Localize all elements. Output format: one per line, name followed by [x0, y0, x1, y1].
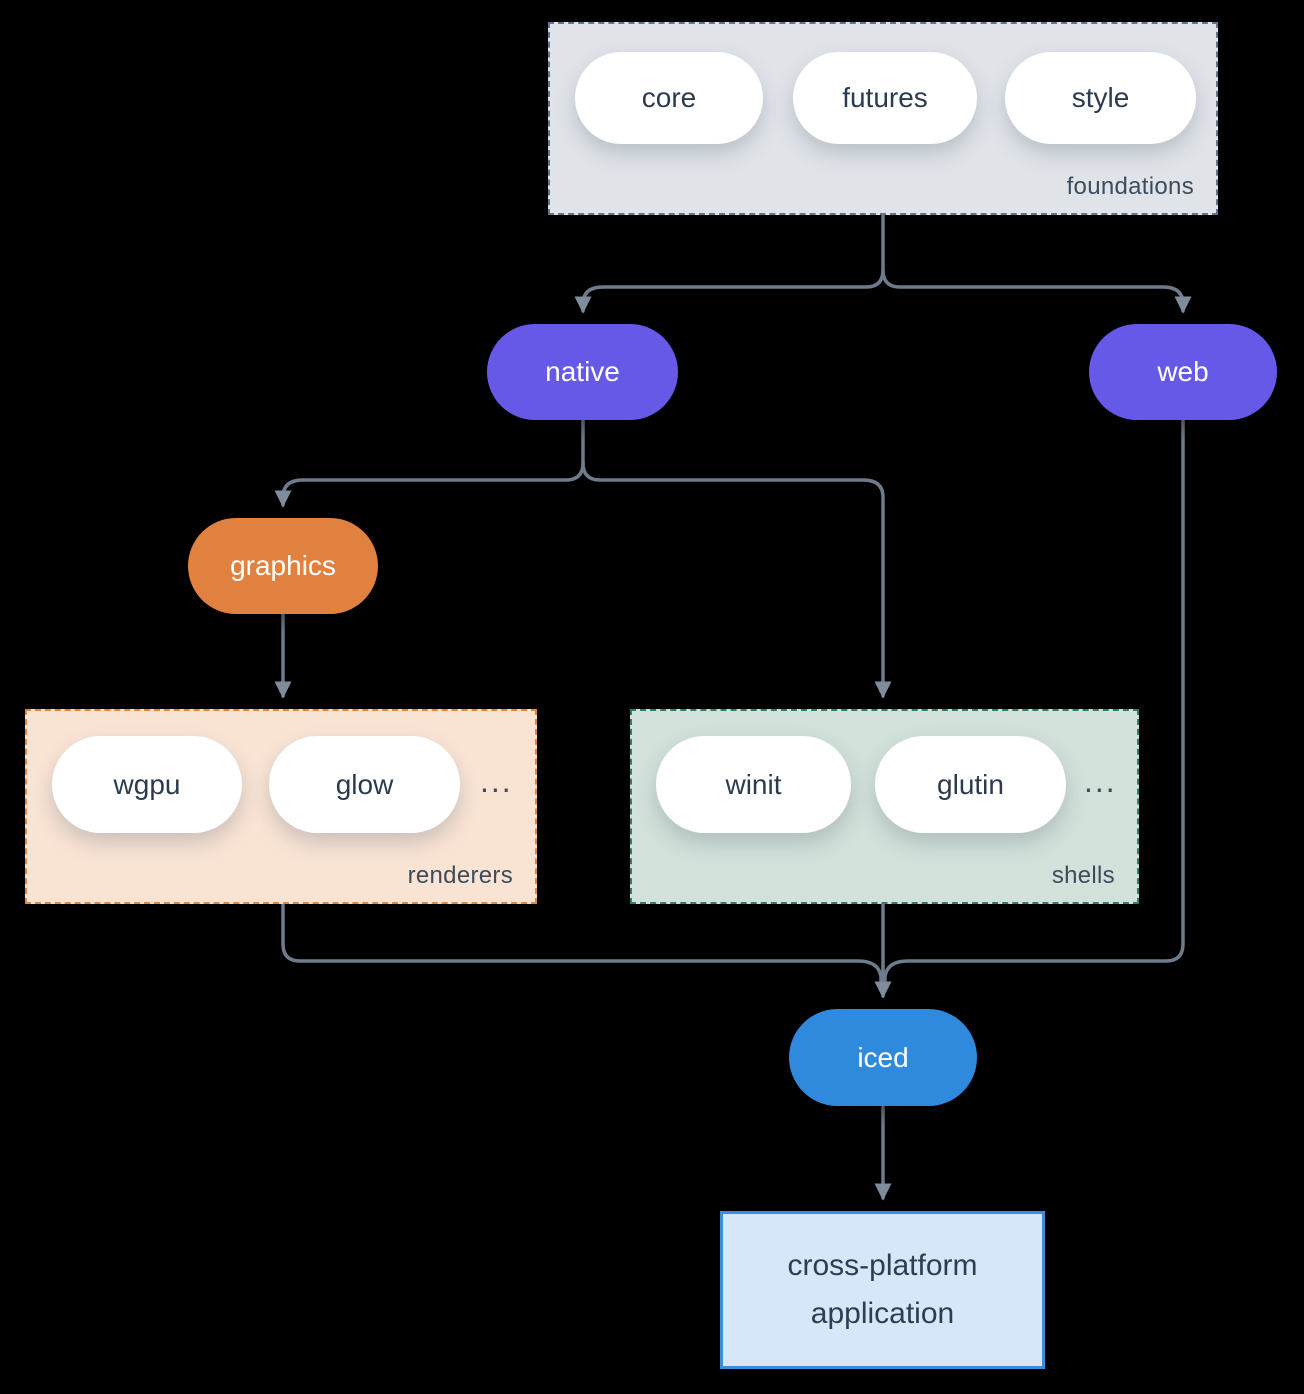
node-native: native	[487, 324, 678, 420]
pill-glow-label: glow	[335, 768, 394, 800]
pill-wgpu-label: wgpu	[113, 768, 181, 800]
node-iced: iced	[789, 1009, 977, 1106]
pill-style: style	[1005, 52, 1196, 144]
renderers-ellipsis: ...	[480, 763, 513, 799]
pill-glutin: glutin	[875, 736, 1066, 833]
renderers-group: wgpu glow ... renderers	[25, 709, 537, 904]
application-label-line1: cross-platform	[787, 1249, 978, 1282]
pill-futures-label: futures	[842, 82, 928, 113]
shells-group-label: shells	[1051, 862, 1115, 889]
node-graphics-label: graphics	[230, 550, 336, 581]
pill-core-label: core	[641, 82, 697, 113]
foundations-group-label: foundations	[1066, 173, 1194, 200]
pill-winit: winit	[656, 736, 851, 833]
pill-futures: futures	[793, 52, 977, 144]
pill-wgpu: wgpu	[52, 736, 242, 833]
pill-core: core	[575, 52, 763, 144]
node-iced-label: iced	[857, 1041, 909, 1073]
renderers-group-label: renderers	[407, 862, 513, 889]
pill-style-label: style	[1071, 82, 1130, 113]
node-web-label: web	[1157, 356, 1209, 387]
node-graphics: graphics	[188, 518, 378, 614]
foundations-group: core futures style foundations	[548, 22, 1218, 215]
shells-group: winit glutin ... shells	[630, 709, 1139, 904]
pill-glutin-label: glutin	[937, 768, 1004, 800]
node-web: web	[1089, 324, 1277, 420]
node-native-label: native	[545, 356, 620, 387]
application-label-line2: application	[810, 1297, 955, 1330]
pill-winit-label: winit	[725, 768, 782, 800]
pill-glow: glow	[269, 736, 460, 833]
application-node: cross-platform application	[720, 1211, 1045, 1369]
shells-ellipsis: ...	[1084, 763, 1117, 799]
